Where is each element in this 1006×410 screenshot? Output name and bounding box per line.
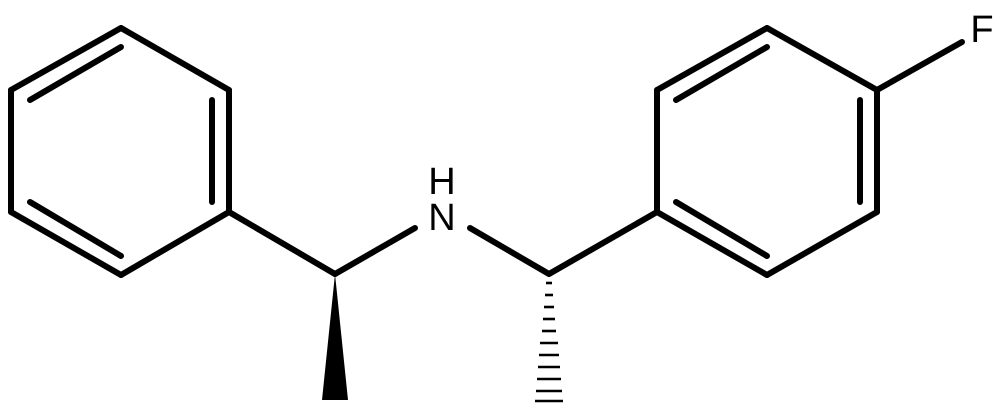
ring-bond <box>654 209 770 278</box>
bond-ring-to-chiral-carbon <box>226 209 338 277</box>
bond-nitrogen-to-chiral-carbon <box>467 225 552 277</box>
amine-group: H N <box>428 161 455 239</box>
nitrogen-label: N <box>428 197 455 239</box>
bond-ring-to-fluorine <box>874 39 965 93</box>
ring-bond <box>118 209 232 278</box>
ring-bond <box>118 25 232 93</box>
ring-bond <box>8 209 124 278</box>
bond-chiral-carbon-to-nitrogen <box>332 225 418 277</box>
ring-double-bond <box>673 199 770 259</box>
fluorine-label: F <box>970 9 993 51</box>
fluorophenyl-ring <box>654 25 880 278</box>
fluorine-substituent: F <box>874 9 994 93</box>
ring-double-bond <box>673 44 770 103</box>
ring-bond <box>764 25 880 93</box>
ring-bond <box>8 25 124 93</box>
bond-chiral-carbon-to-ring <box>546 209 660 277</box>
left-chiral-center <box>226 209 418 400</box>
ring-double-bond <box>27 44 124 103</box>
ring-bond <box>654 25 770 93</box>
wedge-bond-methyl <box>322 274 348 400</box>
hashed-wedge-bond-methyl <box>535 281 563 403</box>
right-chiral-center <box>467 209 660 403</box>
phenyl-ring <box>8 25 232 278</box>
ring-double-bond <box>27 199 124 259</box>
ring-bond <box>764 209 880 278</box>
hydrogen-label: H <box>428 161 455 203</box>
